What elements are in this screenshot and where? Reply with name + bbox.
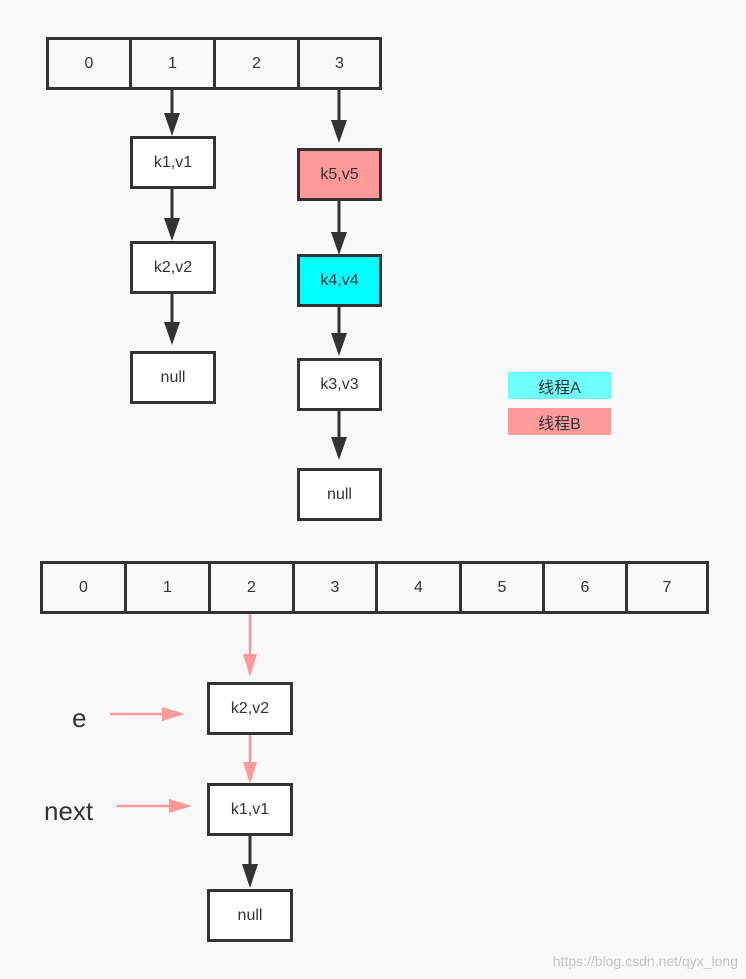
- arrow-bottom-2-to-k2v2: [243, 614, 257, 677]
- arrow-k2v2-to-null: [164, 294, 180, 345]
- pointer-label-e: e: [72, 702, 87, 733]
- bottom-array-cell-7: 7: [625, 561, 709, 614]
- arrow-top-3-to-k5v5: [331, 90, 347, 143]
- pointer-label-next: next: [44, 795, 94, 826]
- bottom-array-cell-2: 2: [208, 561, 295, 614]
- arrow-bottom-k1v1-to-null: [242, 836, 258, 888]
- top-array-cell-2: 2: [213, 37, 300, 90]
- arrow-k1v1-to-k2v2: [164, 189, 180, 241]
- bottom-array-cell-1: 1: [124, 561, 211, 614]
- node-null-top-right: null: [297, 468, 382, 521]
- node-k2v2-top: k2,v2: [130, 241, 216, 294]
- legend-thread-b: 线程B: [508, 408, 611, 435]
- node-k1v1-bottom: k1,v1: [207, 783, 293, 836]
- top-array-cell-0: 0: [46, 37, 132, 90]
- arrow-k3v3-to-null: [331, 411, 347, 460]
- watermark: https://blog.csdn.net/qyx_long: [552, 953, 738, 969]
- top-array-cell-3: 3: [297, 37, 382, 90]
- node-null-top-left: null: [130, 351, 216, 404]
- top-array-cell-1: 1: [129, 37, 216, 90]
- arrow-k5v5-to-k4v4: [331, 201, 347, 255]
- arrow-top-1-to-k1v1: [164, 90, 180, 136]
- bottom-array-cell-6: 6: [542, 561, 628, 614]
- arrow-k2v2-to-k1v1: [243, 735, 257, 784]
- node-k4v4: k4,v4: [297, 254, 382, 307]
- arrow-k4v4-to-k3v3: [331, 307, 347, 356]
- node-k2v2-bottom: k2,v2: [207, 682, 293, 735]
- node-k1v1-top: k1,v1: [130, 136, 216, 189]
- bottom-array-cell-0: 0: [40, 561, 127, 614]
- bottom-array-cell-4: 4: [375, 561, 462, 614]
- node-k3v3: k3,v3: [297, 358, 382, 411]
- arrow-next-pointer: [117, 799, 192, 813]
- bottom-array-cell-5: 5: [459, 561, 545, 614]
- legend-thread-a: 线程A: [508, 372, 611, 399]
- bottom-array-cell-3: 3: [292, 561, 378, 614]
- node-null-bottom: null: [207, 889, 293, 942]
- node-k5v5: k5,v5: [297, 148, 382, 201]
- arrow-e-pointer: [110, 707, 185, 721]
